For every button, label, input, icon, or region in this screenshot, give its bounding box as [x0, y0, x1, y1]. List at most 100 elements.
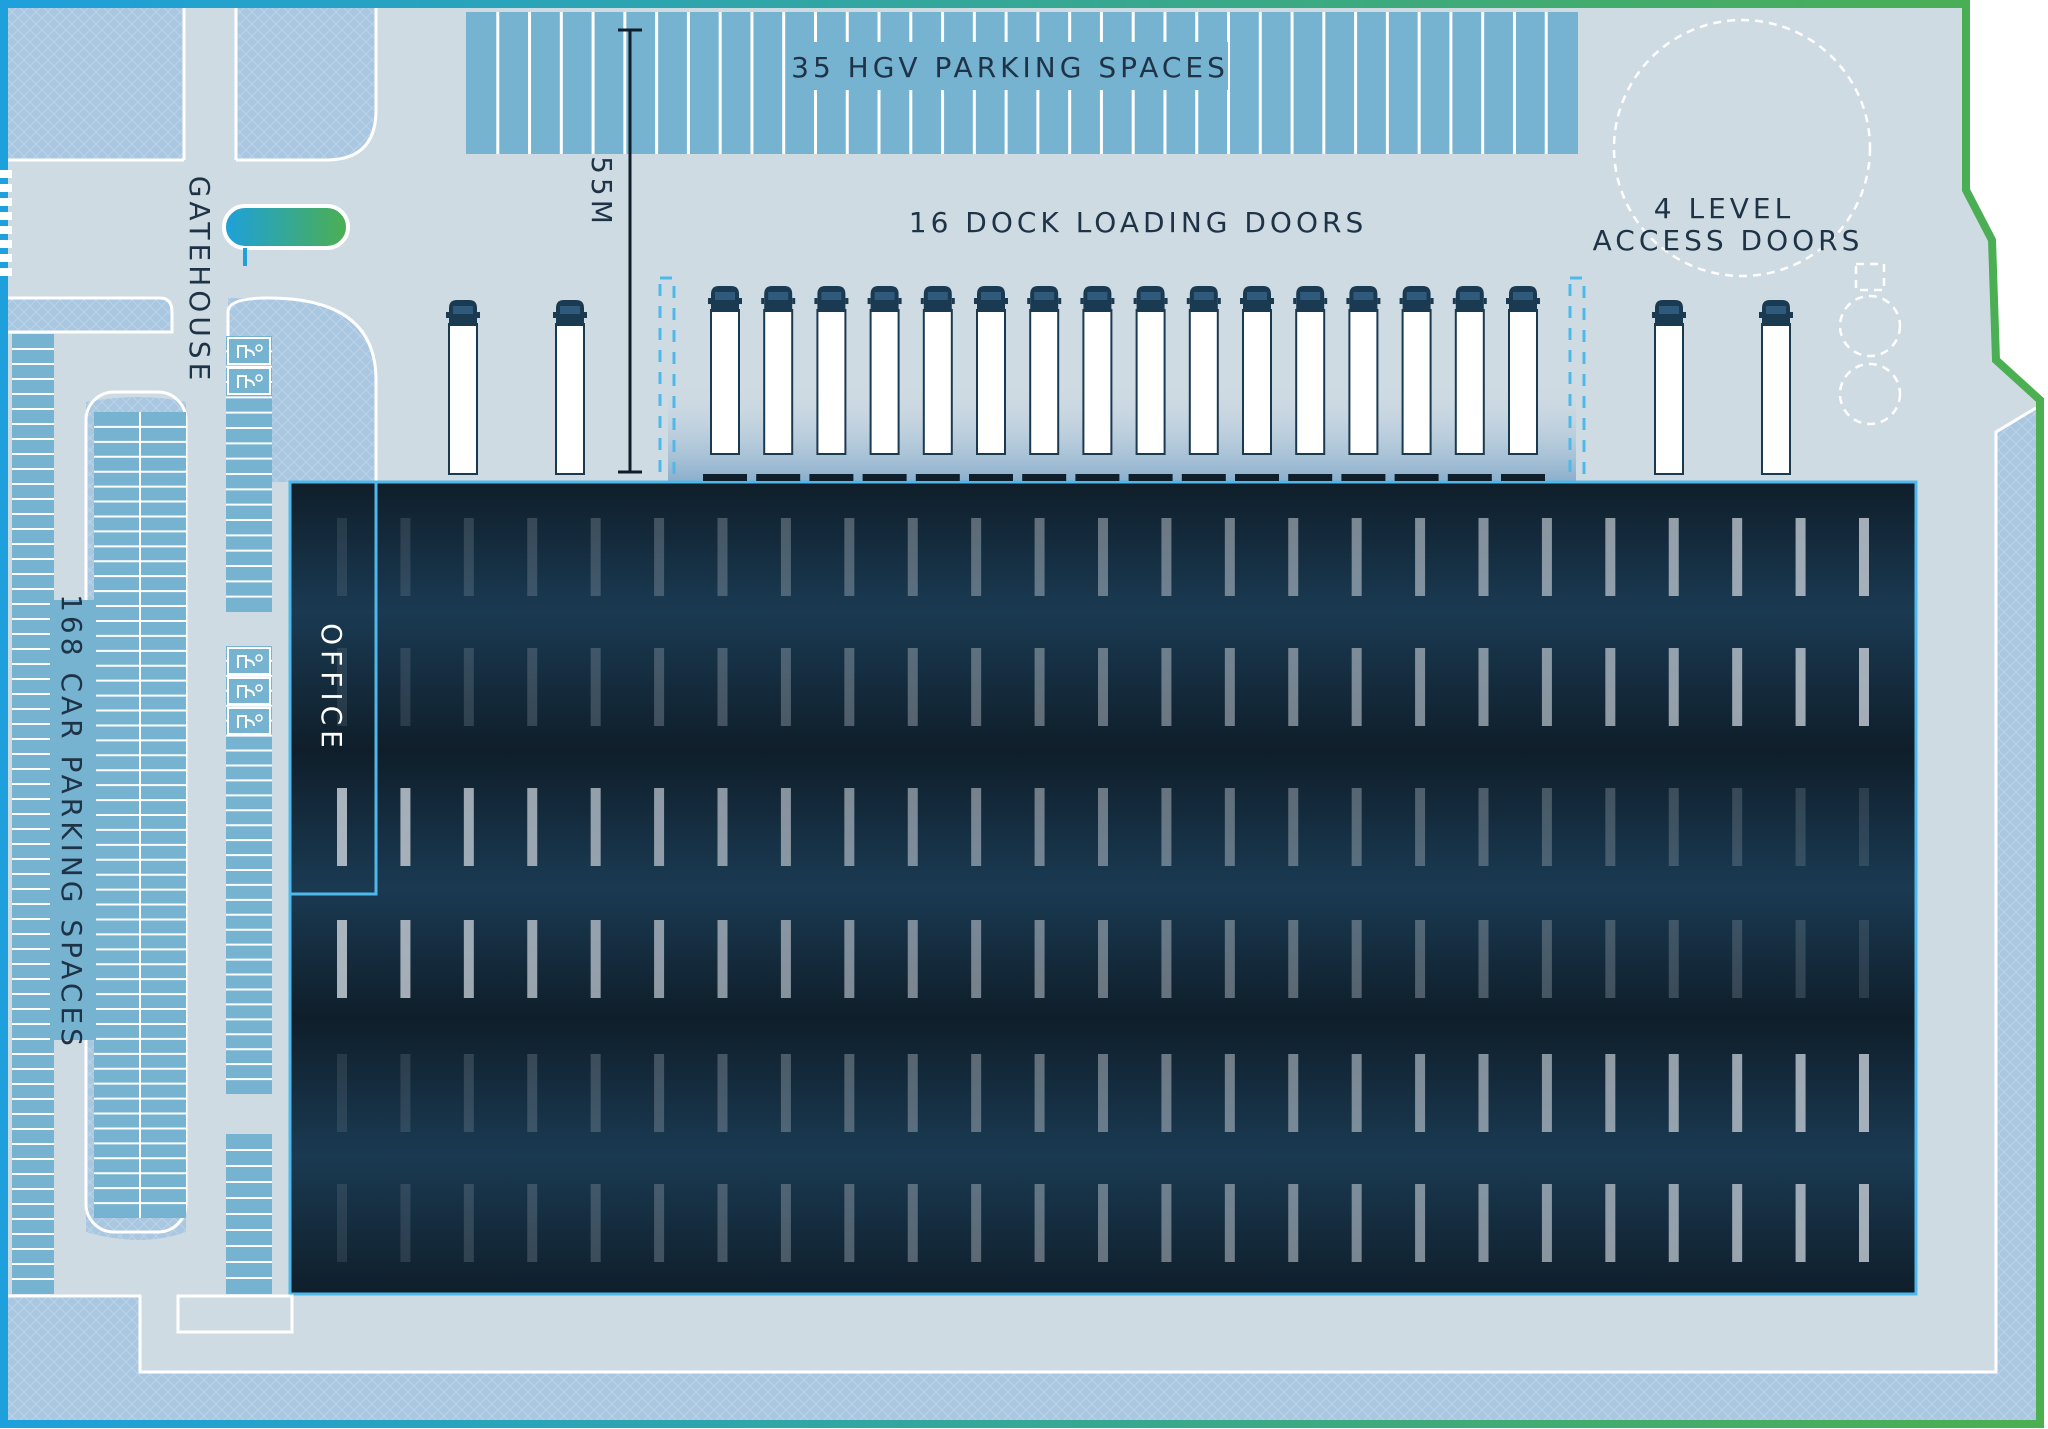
truck-windscreen [560, 306, 580, 314]
roof-light [1351, 648, 1362, 726]
truck-mirror [1759, 312, 1762, 318]
ev-charger-icon [227, 367, 271, 395]
roof-light [1668, 518, 1679, 596]
roof-light [1668, 788, 1679, 866]
roof-light [1541, 1054, 1552, 1132]
car-parking-label-bg [50, 600, 96, 1040]
roof-light [971, 788, 982, 866]
dimension-marker [618, 28, 642, 474]
roof-light [1795, 788, 1806, 866]
car-parking-label: 168 CAR PARKING SPACES [55, 594, 88, 1050]
truck-trailer [922, 309, 953, 455]
truck-mirror [1452, 298, 1456, 304]
roof-light [1034, 788, 1045, 866]
roof-light [1605, 788, 1616, 866]
roof-light [1795, 648, 1806, 726]
roof-light [1668, 648, 1679, 726]
roof-light [1732, 1184, 1743, 1262]
turning-circles [1612, 18, 1902, 426]
roof-light [1034, 648, 1045, 726]
truck-mirror [1186, 298, 1190, 304]
roof-light [780, 788, 791, 866]
roof-light [1224, 920, 1235, 998]
truck-windscreen [821, 292, 842, 300]
roof-light [1478, 518, 1489, 596]
truck-mirror [1506, 298, 1509, 304]
roof-light [1288, 518, 1299, 596]
roof-light [1732, 518, 1743, 596]
roof-light [1415, 1184, 1426, 1262]
roof-light [654, 920, 665, 998]
roof-light [1034, 920, 1045, 998]
truck-mirror [1080, 298, 1084, 304]
roof-light [463, 788, 474, 866]
ev-symbol [237, 345, 255, 358]
truck-trailer [1295, 309, 1326, 455]
roof-light [1415, 518, 1426, 596]
truck-icon [446, 300, 480, 475]
roof-light [1161, 648, 1172, 726]
truck-windscreen [1300, 292, 1321, 300]
roof-light [1415, 1054, 1426, 1132]
truck-mirror [1164, 298, 1168, 304]
dock-leveller [862, 474, 907, 481]
truck-trailer [710, 309, 740, 455]
roof-light [400, 1184, 411, 1262]
roof-lights [337, 518, 1869, 1262]
roof-light [1541, 518, 1552, 596]
truck-mirror [867, 298, 871, 304]
truck-trailer [1188, 309, 1219, 455]
roof-light [337, 1184, 347, 1262]
dock-leveller [1394, 474, 1439, 481]
truck-mirror [814, 298, 818, 304]
truck-trailer [976, 309, 1006, 455]
roof-light [1288, 920, 1299, 998]
gatehouse-barrier-icon [222, 204, 350, 250]
truck-icon [1346, 286, 1381, 455]
roof-light [1351, 1184, 1362, 1262]
roof-light [590, 648, 601, 726]
roof-light [463, 1184, 474, 1262]
truck-mirror [1683, 312, 1686, 318]
truck-mirror [1346, 298, 1350, 304]
roof-light [1098, 788, 1108, 866]
roof-light [590, 788, 601, 866]
truck-windscreen [1659, 306, 1679, 314]
roof-light [1161, 518, 1172, 596]
roof-light [1478, 788, 1489, 866]
hgv-parking-area [466, 12, 1578, 154]
truck-icon [867, 286, 902, 455]
roof-light [654, 788, 665, 866]
truck-trailer [869, 309, 900, 455]
roof-light [1732, 788, 1743, 866]
roof-light [780, 1054, 791, 1132]
roof-light [1859, 518, 1869, 596]
roof-light [1224, 1054, 1235, 1132]
roof-light [463, 518, 474, 596]
ev-plug [255, 714, 263, 722]
truck-icon [974, 286, 1008, 455]
roof-light [1098, 920, 1108, 998]
roof-light [1859, 1184, 1869, 1262]
truck-trailer [816, 309, 847, 455]
truck-windscreen [874, 292, 895, 300]
dock-leveller [1341, 474, 1386, 481]
roof-light [337, 920, 347, 998]
roof-light [1668, 1184, 1679, 1262]
roof-light [1288, 1054, 1299, 1132]
car-parking-strip [12, 334, 54, 1294]
truck-windscreen [927, 292, 948, 300]
roof-light [717, 920, 728, 998]
roof-light [400, 648, 411, 726]
truck-icon [1652, 300, 1686, 475]
roof-light [1605, 1184, 1616, 1262]
roof-light [1732, 1054, 1743, 1132]
roof-light [844, 648, 855, 726]
roof-light [844, 518, 855, 596]
truck-windscreen [715, 292, 735, 300]
ev-plug [255, 654, 263, 662]
truck-mirror [1790, 312, 1793, 318]
roof-light [907, 920, 918, 998]
roof-light [1795, 1184, 1806, 1262]
